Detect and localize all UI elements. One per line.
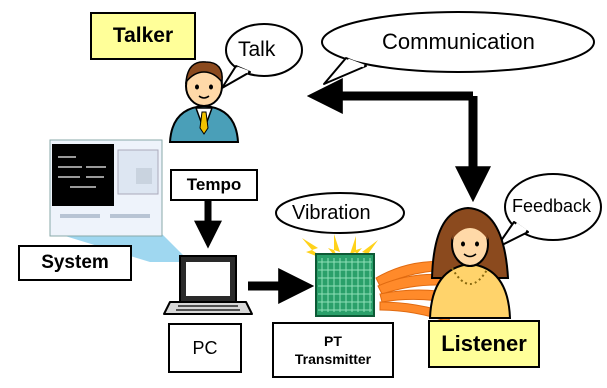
communication-bubble <box>321 11 595 85</box>
pc-laptop <box>163 255 253 315</box>
talk-text: Talk <box>238 38 276 61</box>
listener-figure <box>428 206 512 319</box>
pt-label-line2: Transmitter <box>294 351 372 367</box>
listener-label: Listener <box>428 320 540 368</box>
vibration-bubble <box>275 192 405 234</box>
communication-text: Communication <box>382 29 535 54</box>
feedback-text: Feedback <box>512 196 592 216</box>
talker-figure <box>168 61 240 143</box>
pt-transmitter-label: PT Transmitter <box>272 322 394 378</box>
system-label: System <box>18 245 132 281</box>
tempo-label: Tempo <box>170 169 258 201</box>
system-screenshot <box>49 139 190 262</box>
pt-transmitter <box>302 234 378 317</box>
arrows <box>194 78 491 304</box>
talk-bubble <box>221 23 303 89</box>
vibration-text: Vibration <box>292 202 371 224</box>
talker-label: Talker <box>90 12 196 60</box>
feedback-bubble <box>495 173 602 249</box>
pc-label: PC <box>168 323 242 373</box>
pt-label-line1: PT <box>324 333 342 349</box>
